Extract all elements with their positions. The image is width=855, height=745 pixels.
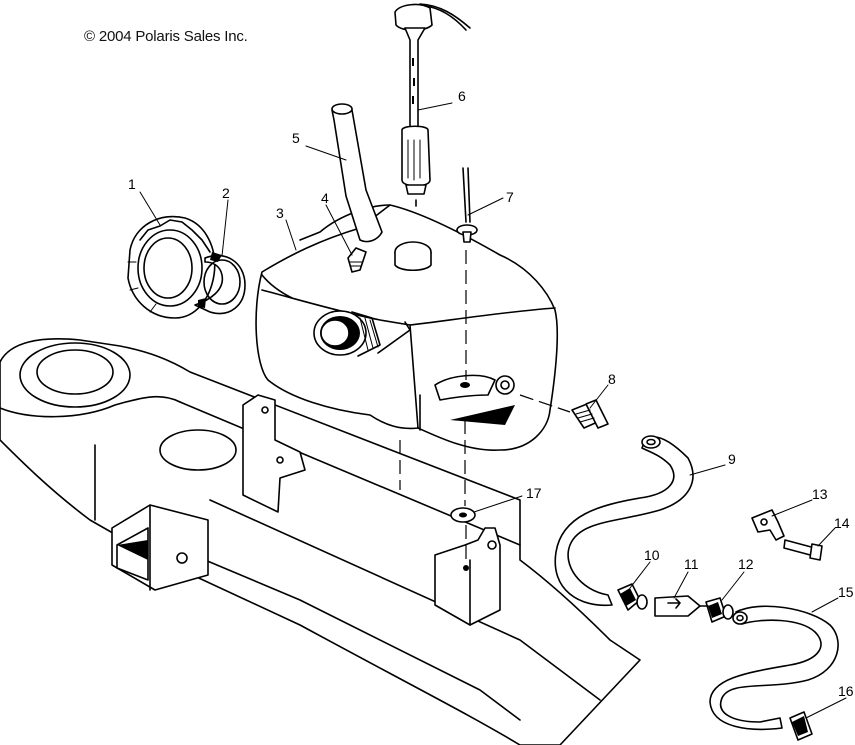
washer: [399, 420, 476, 560]
bolt: [783, 539, 823, 561]
callout-11: 11: [684, 556, 699, 572]
callout-17: 17: [526, 485, 542, 501]
fuel-gauge: [394, 3, 471, 207]
callout-1: 1: [128, 176, 136, 192]
outlet-fitting: [519, 394, 609, 429]
callout-3: 3: [276, 205, 284, 221]
callout-7: 7: [506, 189, 514, 205]
vent-hose: [331, 103, 383, 243]
callout-2: 2: [222, 185, 230, 201]
callout-16: 16: [838, 683, 854, 699]
callout-leaders: [139, 102, 847, 719]
callout-10: 10: [644, 547, 660, 563]
frame-crossmember: [0, 338, 641, 745]
fuel-line: [554, 435, 694, 607]
callout-8: 8: [608, 371, 616, 387]
callout-14: 14: [834, 515, 850, 531]
cap-gasket: [194, 252, 246, 315]
drain-rod: [456, 167, 478, 380]
callout-15: 15: [838, 584, 854, 600]
fuel-filter: [654, 595, 709, 617]
copyright-notice: © 2004 Polaris Sales Inc.: [84, 28, 248, 45]
filler-cap: [127, 215, 216, 319]
hose-clamp-10: [617, 583, 648, 611]
mount-bracket: [751, 509, 785, 541]
callout-5: 5: [292, 130, 300, 146]
callout-4: 4: [321, 190, 329, 206]
hose-clamp-16: [789, 711, 813, 741]
callout-numbers: 1 2 3 4 5 6 7 8 9 10 11 12 13 14 15 16 1…: [128, 88, 854, 699]
callout-12: 12: [738, 556, 754, 572]
fuel-tank: [255, 204, 559, 451]
hose-clamp-12: [705, 597, 734, 623]
return-hose: [709, 605, 839, 731]
callout-13: 13: [812, 486, 828, 502]
callout-9: 9: [728, 451, 736, 467]
callout-6: 6: [458, 88, 466, 104]
